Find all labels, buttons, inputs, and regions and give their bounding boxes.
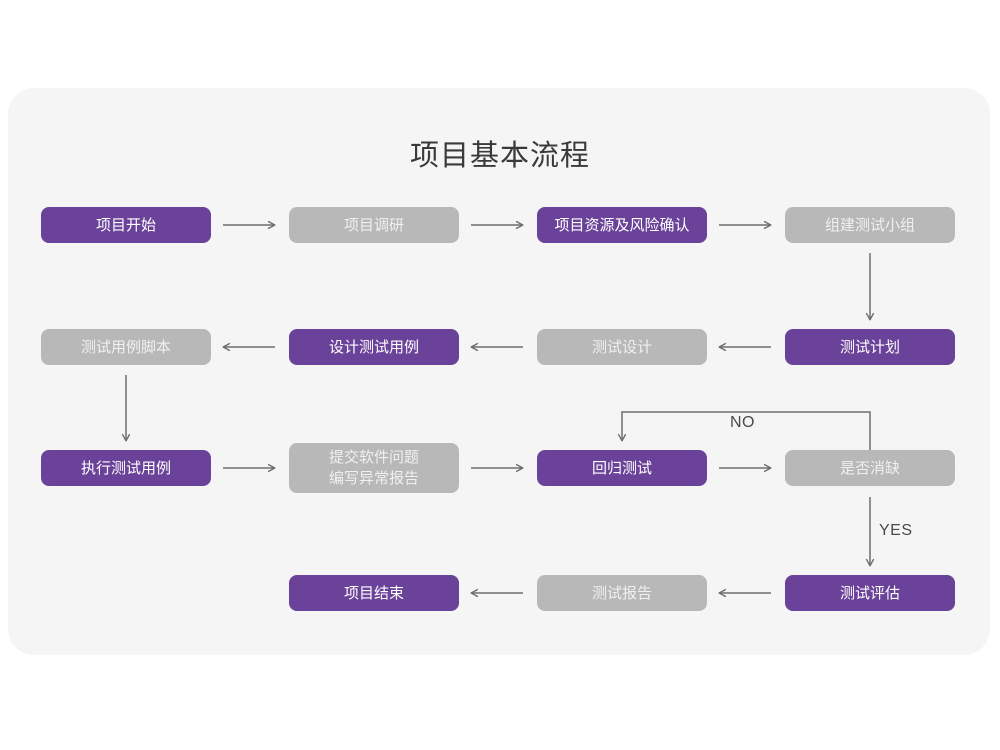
- node-execute-test-cases[interactable]: 执行测试用例: [41, 450, 211, 486]
- node-test-report[interactable]: 测试报告: [537, 575, 707, 611]
- flowchart-card: [8, 88, 990, 655]
- node-resource-risk-confirm[interactable]: 项目资源及风险确认: [537, 207, 707, 243]
- edge-label-no: NO: [730, 414, 755, 431]
- node-project-end[interactable]: 项目结束: [289, 575, 459, 611]
- node-test-case-scripts[interactable]: 测试用例脚本: [41, 329, 211, 365]
- node-regression-test[interactable]: 回归测试: [537, 450, 707, 486]
- node-defect-cleared-check[interactable]: 是否消缺: [785, 450, 955, 486]
- node-test-plan[interactable]: 测试计划: [785, 329, 955, 365]
- node-submit-issue-report[interactable]: 提交软件问题 编写异常报告: [289, 443, 459, 493]
- node-test-design[interactable]: 测试设计: [537, 329, 707, 365]
- node-project-start[interactable]: 项目开始: [41, 207, 211, 243]
- edge-label-yes: YES: [879, 522, 913, 539]
- node-build-test-team[interactable]: 组建测试小组: [785, 207, 955, 243]
- page-title: 项目基本流程: [409, 138, 590, 172]
- node-test-evaluation[interactable]: 测试评估: [785, 575, 955, 611]
- node-design-test-cases[interactable]: 设计测试用例: [289, 329, 459, 365]
- node-project-research[interactable]: 项目调研: [289, 207, 459, 243]
